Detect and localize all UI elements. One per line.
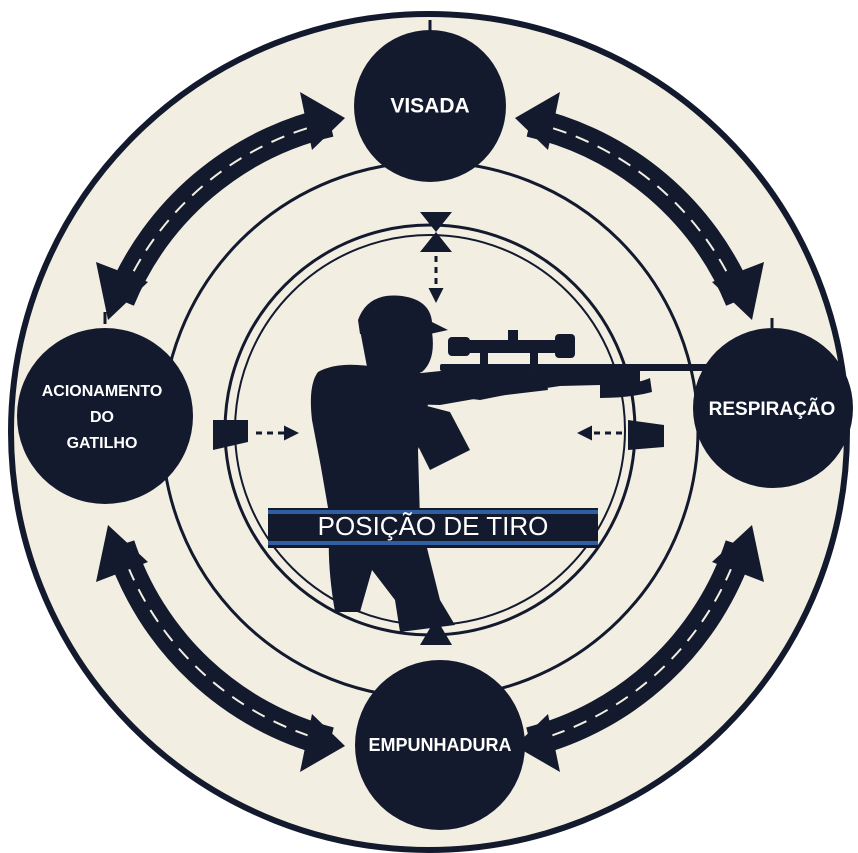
node-left-label-line1: ACIONAMENTO	[42, 383, 163, 400]
node-left-label-line2: DO	[90, 409, 114, 426]
curved-arrow-icon	[96, 92, 345, 320]
node-top: VISADA	[354, 20, 506, 182]
curved-arrow-icon	[515, 525, 764, 772]
shooter-silhouette-icon	[310, 295, 548, 632]
connector-left-block	[213, 420, 248, 450]
curved-arrow-icon	[96, 525, 345, 772]
center-banner-label: POSIÇÃO DE TIRO	[318, 511, 549, 541]
node-right: RESPIRAÇÃO	[693, 318, 853, 488]
connector-right-block	[628, 420, 664, 450]
rifle-scope-icon	[430, 330, 715, 400]
node-top-label: VISADA	[390, 95, 469, 118]
node-left-label-line3: GATILHO	[67, 435, 138, 452]
node-left: ACIONAMENTO DO GATILHO	[17, 312, 193, 504]
node-bottom-label: EMPUNHADURA	[369, 735, 512, 755]
node-right-label: RESPIRAÇÃO	[709, 398, 836, 420]
hourglass-icon	[420, 212, 452, 252]
center-banner: POSIÇÃO DE TIRO	[268, 508, 598, 548]
node-bottom: EMPUNHADURA	[355, 660, 525, 830]
curved-arrow-icon	[515, 92, 764, 320]
connector-bottom-arrow	[420, 618, 452, 645]
